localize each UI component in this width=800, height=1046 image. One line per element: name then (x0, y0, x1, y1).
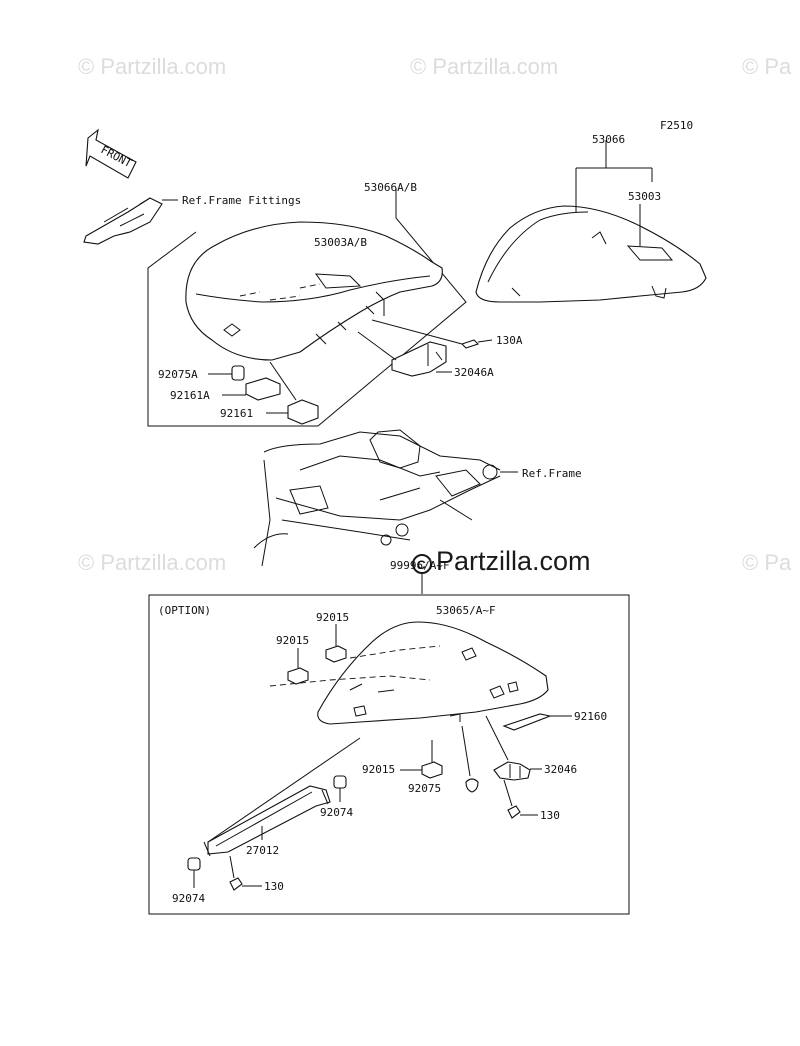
clip-92015-left (287, 648, 309, 685)
bracket-32046 (485, 715, 542, 781)
seat-cowl (269, 621, 549, 725)
label-92015-bottom: 92015 (362, 763, 395, 776)
option-box (148, 594, 630, 915)
watermark-middle-right: © Pa (742, 550, 792, 575)
svg-text:C: C (417, 558, 426, 572)
label-53003ab: 53003A/B (314, 236, 367, 249)
label-92075: 92075 (408, 782, 441, 795)
bracket-27012 (203, 737, 361, 857)
part-92161a-cushion (222, 377, 281, 401)
label-32046: 32046 (544, 763, 577, 776)
label-53066: 53066 (592, 133, 625, 146)
rubber-92074-left (187, 857, 201, 888)
part-92161-cushion (266, 361, 319, 425)
label-27012: 27012 (246, 844, 279, 857)
label-92161a: 92161A (170, 389, 210, 402)
bolt-130-right (503, 779, 538, 819)
pad-92160 (502, 713, 572, 731)
part-32046a-bracket (391, 341, 452, 377)
rubber-92074-right (333, 775, 347, 802)
label-53066ab: 53066A/B (364, 181, 417, 194)
watermark-top-right: © Pa (742, 54, 792, 79)
label-53003: 53003 (628, 190, 661, 203)
seat-pillion (475, 205, 707, 303)
label-92161: 92161 (220, 407, 253, 420)
part-130a-bolt (357, 319, 493, 361)
part-92075a-rubber (208, 365, 245, 381)
watermark-top-left: © Partzilla.com (78, 54, 226, 79)
label-32046a: 32046A (454, 366, 494, 379)
figure-code: F2510 (660, 119, 693, 132)
center-watermark-text: Partzilla.com (436, 546, 591, 576)
label-92160: 92160 (574, 710, 607, 723)
watermark-top-center: © Partzilla.com (410, 54, 558, 79)
front-arrow-icon: FRONT (85, 128, 137, 179)
label-99996: 99996/A~F (390, 559, 450, 572)
label-53065: 53065/A~F (436, 604, 496, 617)
watermark-middle-left: © Partzilla.com (78, 550, 226, 575)
watermarks: © Partzilla.com © Partzilla.com © Pa © P… (78, 54, 792, 575)
label-92074-left: 92074 (172, 892, 205, 905)
label-92015-left: 92015 (276, 634, 309, 647)
label-92074-right: 92074 (320, 806, 353, 819)
part-labels: Ref.Frame Fittings 53066A/B 53066 53003 … (158, 133, 661, 905)
clip-92015-bottom (400, 740, 443, 779)
seat-group-box (147, 188, 467, 427)
label-92015-top: 92015 (316, 611, 349, 624)
option-box-title: (OPTION) (158, 604, 211, 617)
label-ref-frame-fittings: Ref.Frame Fittings (182, 194, 301, 207)
label-92075a: 92075A (158, 368, 198, 381)
clip-92015-top (325, 624, 347, 663)
frame (253, 429, 518, 567)
label-130-right: 130 (540, 809, 560, 822)
center-watermark: C Partzilla.com (412, 546, 591, 576)
label-130a: 130A (496, 334, 523, 347)
label-130-left: 130 (264, 880, 284, 893)
seat-main (185, 221, 443, 361)
rubber-92075 (461, 725, 479, 793)
label-ref-frame: Ref.Frame (522, 467, 582, 480)
frame-fittings-bracket (83, 197, 163, 245)
pillion-leaders (575, 140, 653, 246)
bolt-130-left (229, 855, 262, 891)
